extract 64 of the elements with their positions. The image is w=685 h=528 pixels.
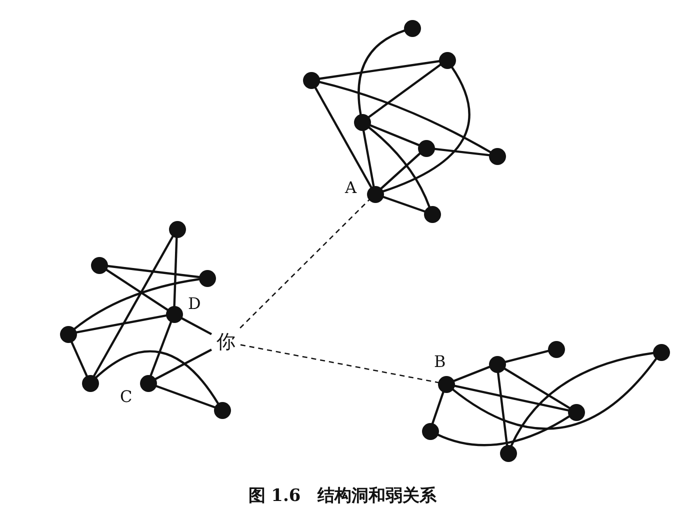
network-node [90, 256, 108, 274]
connection-line [510, 352, 654, 447]
connection-line [362, 129, 375, 187]
network-node [198, 270, 216, 286]
node-letter: D [188, 296, 201, 312]
connection-line [314, 86, 372, 188]
connection-line [367, 126, 430, 208]
dashed-connection-line [240, 198, 370, 328]
connection-line [452, 366, 490, 382]
connection-line [104, 268, 168, 311]
network-node [488, 148, 506, 164]
connection-line [318, 60, 440, 80]
connection-line [75, 314, 167, 334]
node-letter: B [434, 354, 446, 370]
connection-line [504, 350, 549, 364]
network-node [500, 444, 516, 462]
network-node [168, 220, 186, 238]
connection-line [70, 340, 88, 377]
connection-line [154, 348, 212, 380]
connection-line [180, 316, 212, 336]
network-node [354, 114, 370, 130]
figure-caption: 图 1.6 结构洞和弱关系 [248, 486, 437, 506]
network-node [140, 374, 156, 392]
node-letter: A [345, 180, 357, 196]
connection-line [173, 236, 178, 307]
connection-line [382, 195, 426, 213]
connection-line [436, 415, 570, 446]
network-node [548, 340, 564, 358]
connection-line [150, 320, 172, 376]
connection-line [502, 366, 570, 410]
network-node [424, 206, 440, 222]
network-node [214, 402, 230, 418]
connection-line [382, 66, 470, 193]
connection-line [73, 278, 200, 330]
network-node [302, 72, 320, 88]
node-label: 你 [214, 331, 238, 353]
network-node [488, 356, 506, 372]
connection-line [433, 148, 490, 156]
network-node [404, 20, 420, 36]
network-node [366, 186, 384, 202]
connection-line [368, 124, 420, 146]
connection-line [154, 384, 216, 408]
network-node [60, 326, 76, 342]
connection-line [106, 264, 200, 278]
connection-line [94, 350, 220, 404]
network-node [568, 404, 584, 420]
network-node [438, 52, 456, 68]
connection-line [496, 371, 508, 446]
connection-line [318, 80, 492, 154]
network-node [418, 140, 434, 156]
network-node [166, 306, 182, 322]
network-node [438, 376, 454, 392]
connection-line [92, 234, 174, 378]
node-letter: C [120, 389, 132, 405]
connection-line [367, 64, 442, 118]
connection-line [431, 390, 445, 424]
network-node [422, 422, 438, 440]
connection-line [451, 357, 658, 430]
connection-line [453, 384, 569, 412]
dashed-connection-line [240, 344, 439, 384]
network-node [652, 344, 670, 360]
network-node [82, 374, 98, 392]
connection-line [380, 152, 422, 190]
connection-line [358, 29, 406, 115]
